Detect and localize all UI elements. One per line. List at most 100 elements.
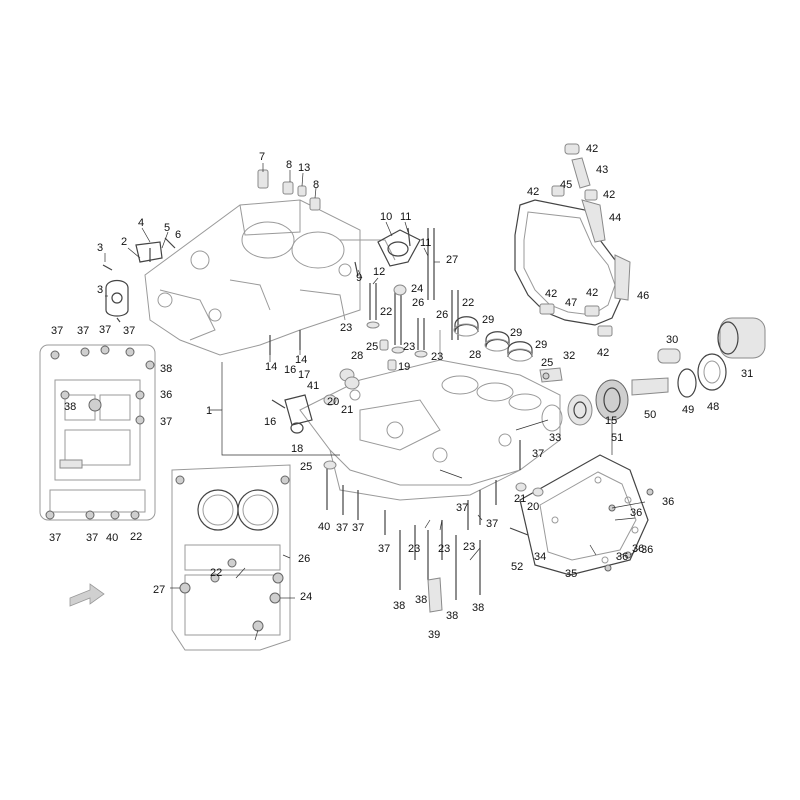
crankcase-bottom-view xyxy=(39,344,156,521)
callout-label: 2 xyxy=(121,236,127,248)
callout-label: 30 xyxy=(666,334,678,346)
callout-label: 36 xyxy=(641,544,653,556)
callout-label: 3 xyxy=(97,242,103,254)
callout-label: 16 xyxy=(264,416,276,428)
callout-label: 22 xyxy=(210,567,222,579)
callout-label: 26 xyxy=(298,553,310,565)
callout-label: 19 xyxy=(398,361,410,373)
callout-label: 48 xyxy=(707,401,719,413)
callout-label: 46 xyxy=(637,290,649,302)
callout-label: 35 xyxy=(565,568,577,580)
callout-label: 23 xyxy=(408,543,420,555)
callout-label: 9 xyxy=(356,272,362,284)
callout-label: 4 xyxy=(138,217,144,229)
callout-label: 43 xyxy=(596,164,608,176)
callout-label: 37 xyxy=(160,416,172,428)
callout-label: 36 xyxy=(662,496,674,508)
callout-label: 52 xyxy=(511,561,523,573)
callout-label: 37 xyxy=(336,522,348,534)
small-parts-left xyxy=(102,237,176,323)
callout-label: 8 xyxy=(313,179,319,191)
callout-label: 14 xyxy=(295,354,307,366)
callout-label: 25 xyxy=(300,461,312,473)
callout-label: 37 xyxy=(51,325,63,337)
callout-label: 42 xyxy=(545,288,557,300)
callout-label: 26 xyxy=(412,297,424,309)
callout-label: 41 xyxy=(307,380,319,392)
callout-label: 22 xyxy=(380,306,392,318)
callout-label: 50 xyxy=(644,409,656,421)
callout-label: 24 xyxy=(411,283,423,295)
callout-label: 36 xyxy=(616,551,628,563)
vent-cover xyxy=(377,227,435,300)
lower-crankcase xyxy=(299,330,561,501)
callout-label: 37 xyxy=(456,502,468,514)
callout-label: 38 xyxy=(415,594,427,606)
crankcase-top-view xyxy=(171,464,291,651)
callout-label: 23 xyxy=(463,541,475,553)
callout-labels: 7 8 13 8 4 5 6 2 3 3 10 11 11 27 9 12 24… xyxy=(49,143,753,641)
dowels-top xyxy=(257,169,321,211)
callout-label: 39 xyxy=(428,629,440,641)
callout-label: 23 xyxy=(438,543,450,555)
callout-label: 8 xyxy=(286,159,292,171)
callout-label: 5 xyxy=(164,222,170,234)
callout-label: 16 xyxy=(284,364,296,376)
callout-label: 42 xyxy=(603,189,615,201)
callout-label: 26 xyxy=(436,309,448,321)
callout-label: 28 xyxy=(351,350,363,362)
callout-label: 7 xyxy=(259,151,265,163)
callout-label: 6 xyxy=(175,229,181,241)
callout-label: 28 xyxy=(469,349,481,361)
callout-label: 38 xyxy=(64,401,76,413)
callout-label: 23 xyxy=(340,322,352,334)
callout-label: 11 xyxy=(400,211,411,223)
callout-label: 37 xyxy=(532,448,544,460)
callout-label: 34 xyxy=(534,551,546,563)
bearing-shells xyxy=(453,316,533,362)
callout-label: 17 xyxy=(298,369,310,381)
callout-label: 42 xyxy=(586,143,598,155)
callout-label: 36 xyxy=(160,389,172,401)
callout-label: 24 xyxy=(300,591,312,603)
oil-pipe-assembly xyxy=(514,143,631,337)
callout-label: 29 xyxy=(535,339,547,351)
callout-label: 14 xyxy=(265,361,277,373)
callout-label: 38 xyxy=(446,610,458,622)
callout-label: 32 xyxy=(563,350,575,362)
callout-label: 49 xyxy=(682,404,694,416)
callout-label: 37 xyxy=(378,543,390,555)
callout-label: 27 xyxy=(153,584,165,596)
callout-label: 25 xyxy=(541,357,553,369)
callout-label: 38 xyxy=(393,600,405,612)
callout-label: 37 xyxy=(123,325,135,337)
leader-lines xyxy=(104,163,646,641)
callout-label: 3 xyxy=(97,284,103,296)
callout-label: 37 xyxy=(486,518,498,530)
callout-label: 38 xyxy=(160,363,172,375)
callout-label: 22 xyxy=(130,531,142,543)
callout-label: 37 xyxy=(99,324,111,336)
callout-label: 23 xyxy=(403,341,415,353)
callout-label: 21 xyxy=(514,493,526,505)
bolts-bottom xyxy=(326,440,544,613)
callout-label: 29 xyxy=(510,327,522,339)
callout-label: 20 xyxy=(527,501,539,513)
callout-label: 12 xyxy=(373,266,385,278)
callout-label: 13 xyxy=(298,162,310,174)
callout-label: 38 xyxy=(472,602,484,614)
bolts-middle xyxy=(366,283,459,358)
callout-label: 45 xyxy=(560,179,572,191)
callout-label: 21 xyxy=(341,404,353,416)
callout-label: 42 xyxy=(597,347,609,359)
small-parts-center xyxy=(269,261,407,470)
callout-label: 15 xyxy=(605,415,617,427)
callout-label: 40 xyxy=(318,521,330,533)
callout-label: 20 xyxy=(327,396,339,408)
callout-label: 22 xyxy=(462,297,474,309)
callout-label: 23 xyxy=(431,351,443,363)
callout-label: 11 xyxy=(420,237,431,249)
callout-label: 33 xyxy=(549,432,561,444)
